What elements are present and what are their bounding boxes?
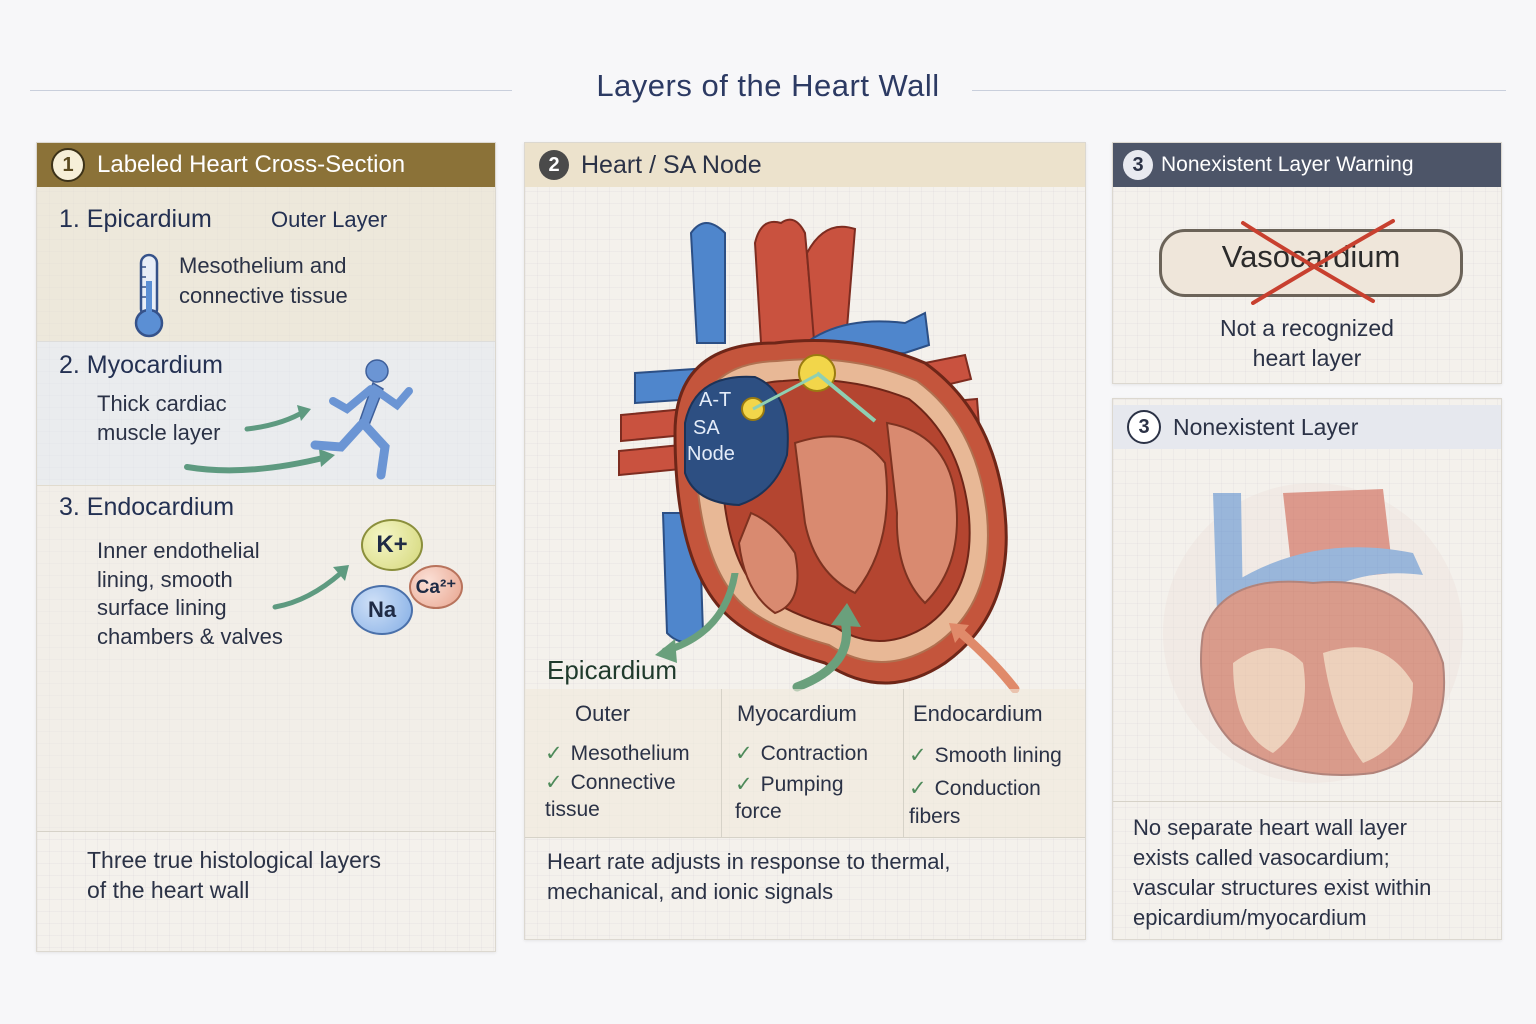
thermometer-icon	[134, 253, 164, 338]
epicardium-item-connective-tissue: Connective tissue	[545, 769, 676, 823]
panel1-footer-divider	[37, 831, 495, 832]
layer-name-endocardium: 3. Endocardium	[59, 493, 235, 521]
panel-number-badge: 3	[1123, 150, 1153, 180]
diagram-label-sa: SA	[693, 417, 720, 439]
panel2-footer-note: Heart rate adjusts in response to therma…	[547, 849, 951, 904]
panel1-footer-note: Three true histological layers of the he…	[87, 847, 382, 903]
endocardium-item-conduction-fibers: Conduction fibers	[909, 775, 1041, 831]
layer-desc-endocardium: Inner endothelial lining, smooth surface…	[97, 538, 283, 649]
runner-icon	[184, 359, 413, 480]
panel-header-label: Heart / SA Node	[581, 150, 762, 179]
column-heading-epicardium: Epicardium	[547, 655, 678, 685]
heart-cross-section-illustration	[618, 218, 1008, 685]
column-heading-myocardium: Myocardium	[737, 701, 857, 726]
panel-header: 3 Nonexistent Layer Warning	[1113, 143, 1501, 187]
myocardium-item-contraction: Contraction	[735, 741, 868, 766]
warning-note: Not a recognized heart layer	[1220, 315, 1394, 371]
layer-pointer-arrows	[655, 573, 1020, 693]
ion-calcium-icon: Ca²⁺	[409, 565, 463, 609]
panel-header: 2 Heart / SA Node	[525, 143, 1085, 187]
epicardium-item-mesothelium: Mesothelium	[545, 741, 690, 766]
panel-header-label: Labeled Heart Cross-Section	[97, 151, 406, 178]
panel-heart-sa-node: 2 Heart / SA Node A-T SA Node	[524, 142, 1086, 940]
panel-number-badge: 3	[1127, 410, 1161, 444]
ion-potassium-icon: K+	[361, 519, 423, 571]
panel-header-label: Nonexistent Layer	[1173, 413, 1359, 440]
column-subheading-outer: Outer	[575, 701, 631, 726]
title-rule-right	[972, 90, 1506, 91]
layer-tag-outer: Outer Layer	[271, 207, 388, 232]
column-heading-endocardium: Endocardium	[913, 701, 1043, 726]
diagram-label-at: A-T	[699, 389, 732, 411]
layer-name-epicardium: 1. Epicardium	[59, 205, 212, 233]
warning-x-icon	[1241, 219, 1395, 305]
ion-sodium-icon: Na	[351, 585, 413, 635]
layer-desc-epicardium: Mesothelium and connective tissue	[179, 253, 348, 308]
panel-heart-cross-section: 1 Labeled Heart Cross-Section 1. Epicard…	[36, 142, 496, 952]
panel3b-footer-note: No separate heart wall layer exists call…	[1133, 815, 1432, 930]
panel-header-label: Nonexistent Layer Warning	[1161, 153, 1414, 176]
panel-header: 1 Labeled Heart Cross-Section	[37, 143, 495, 187]
layer-block-epicardium	[37, 187, 495, 342]
panel2-footer-divider	[525, 837, 1085, 838]
panel-number-badge: 2	[539, 150, 569, 180]
layer-block-myocardium	[37, 341, 495, 486]
ion-arrow-icon	[272, 565, 349, 610]
panel-header: 3 Nonexistent Layer	[1113, 405, 1501, 449]
table-divider-2	[903, 689, 904, 837]
layer-desc-myocardium: Thick cardiac muscle layer	[97, 391, 227, 445]
myocardium-item-pumping-force: Pumping force	[735, 771, 844, 825]
panel3b-footer-divider	[1113, 801, 1501, 802]
layer-name-myocardium: 2. Myocardium	[59, 351, 223, 379]
diagram-label-node: Node	[687, 443, 735, 465]
page-title: Layers of the Heart Wall	[596, 68, 940, 103]
panel-number-badge: 1	[51, 148, 85, 182]
faded-heart-illustration	[1163, 483, 1463, 783]
panel-nonexistent-layer-warning: 3 Nonexistent Layer Warning Vasocardium …	[1112, 142, 1502, 384]
title-rule-left	[30, 90, 512, 91]
endocardium-item-smooth-lining: Smooth lining	[909, 743, 1062, 768]
table-divider-1	[721, 689, 722, 837]
panel-nonexistent-layer: 3 Nonexistent Layer No separate heart wa…	[1112, 398, 1502, 940]
